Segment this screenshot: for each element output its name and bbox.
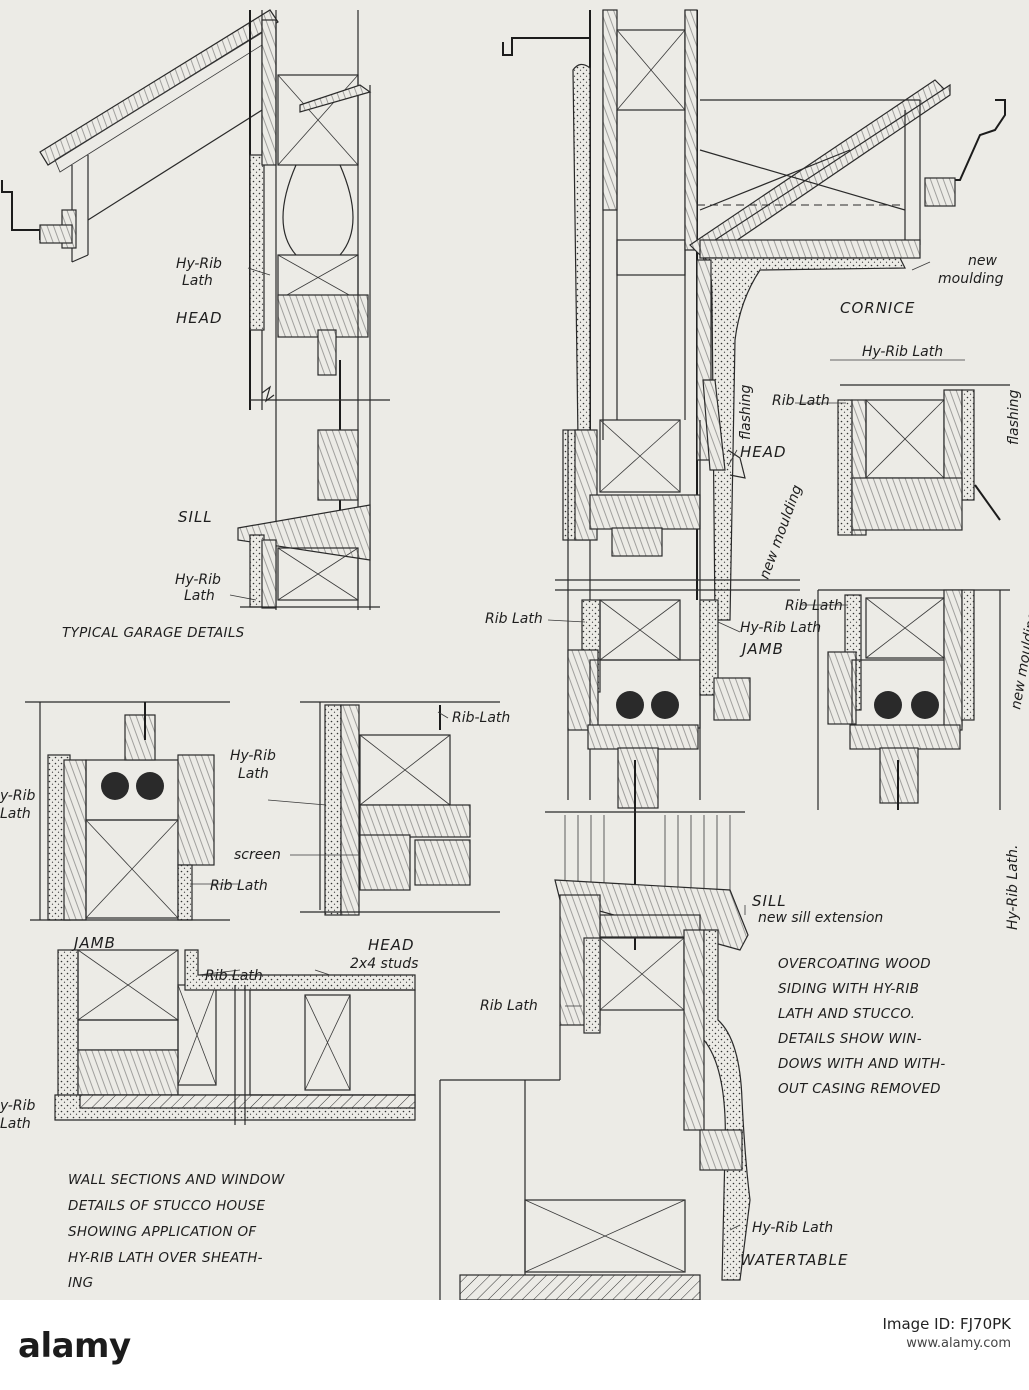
caption-overcoating-line-3: LATH AND STUCCO. xyxy=(778,1006,915,1022)
caption-overcoating-line-5: DOWS WITH AND WITH- xyxy=(778,1056,946,1072)
drawing-labels: Hy-Rib Lath HEAD SILL Hy-Rib Lath new mo… xyxy=(0,253,1029,1269)
label-rib-lath-left-mid: Rib Lath xyxy=(210,878,268,894)
label-hyrib-lath-left-1: Hy-Rib xyxy=(230,748,276,764)
label-left-hyrib-1: y-Rib xyxy=(0,788,35,804)
label-garage-sill: SILL xyxy=(178,508,213,526)
label-rib-lath-left-low: Rib Lath xyxy=(205,968,263,984)
label-new-moulding-center: new moulding xyxy=(757,483,806,582)
label-rib-lath-right-2: Rib Lath xyxy=(785,598,843,614)
image-id-block: Image ID: FJ70PK www.alamy.com xyxy=(882,1314,1011,1354)
label-new-moulding-top-1: new xyxy=(968,253,997,269)
leader-lines xyxy=(190,261,965,1231)
label-garage-head: HEAD xyxy=(176,309,223,327)
label-hyrib-lath-left-2: Lath xyxy=(238,766,269,782)
alamy-logo: alamy xyxy=(18,1326,131,1366)
label-head-center: HEAD xyxy=(740,443,787,461)
label-hyrib-lath-right: Hy-Rib Lath xyxy=(862,344,943,360)
caption-wall-sections-line-1: WALL SECTIONS AND WINDOW xyxy=(68,1172,285,1188)
caption-overcoating-line-6: OUT CASING REMOVED xyxy=(778,1081,941,1097)
caption-wall-sections-line-3: SHOWING APPLICATION OF xyxy=(68,1224,256,1240)
label-flashing-center: flashing xyxy=(738,384,754,440)
label-hyrib-lath-watertable: Hy-Rib Lath xyxy=(752,1220,833,1236)
right-window-section xyxy=(817,384,1010,810)
label-rib-lath-left-top: Rib-Lath xyxy=(452,710,510,726)
label-new-sill-extension: new sill extension xyxy=(758,910,883,926)
label-left-hyrib-low-2: Lath xyxy=(0,1116,31,1132)
label-sill-center: SILL xyxy=(752,892,787,910)
label-garage-hyrib-bottom-2: Lath xyxy=(184,588,215,604)
image-id: Image ID: FJ70PK xyxy=(882,1315,1011,1333)
label-studs: 2x4 studs xyxy=(350,956,418,972)
label-watertable: WATERTABLE xyxy=(740,1251,849,1269)
label-new-moulding-right: new moulding xyxy=(1008,610,1029,710)
captions: TYPICAL GARAGE DETAILS OVERCOATING WOOD … xyxy=(62,625,946,1291)
caption-garage: TYPICAL GARAGE DETAILS xyxy=(62,625,245,641)
label-rib-lath-center-low: Rib Lath xyxy=(480,998,538,1014)
caption-wall-sections-line-4: HY-RIB LATH OVER SHEATH- xyxy=(68,1250,263,1266)
label-hyrib-lath-center: Hy-Rib Lath xyxy=(740,620,821,636)
wall-sections xyxy=(25,701,500,1125)
label-garage-hyrib-top-1: Hy-Rib xyxy=(176,256,222,272)
label-flashing-right: flashing xyxy=(1006,389,1022,445)
caption-overcoating-line-4: DETAILS SHOW WIN- xyxy=(778,1031,922,1047)
label-cornice: CORNICE xyxy=(840,299,915,317)
caption-overcoating-line-1: OVERCOATING WOOD xyxy=(778,956,931,972)
stock-footer: alamy Image ID: FJ70PK www.alamy.com xyxy=(0,1300,1029,1390)
label-garage-hyrib-bottom-1: Hy-Rib xyxy=(175,572,221,588)
caption-overcoating-line-2: SIDING WITH HY-RIB xyxy=(778,981,919,997)
label-left-hyrib-2: Lath xyxy=(0,806,31,822)
drawing-sheet: Hy-Rib Lath HEAD SILL Hy-Rib Lath new mo… xyxy=(0,9,1029,1300)
caption-wall-sections-line-5: ING xyxy=(68,1275,93,1291)
label-garage-hyrib-top-2: Lath xyxy=(182,273,213,289)
label-screen: screen xyxy=(234,847,281,863)
garage-details xyxy=(1,9,390,610)
label-new-moulding-top-2: moulding xyxy=(938,271,1004,287)
label-head-left: HEAD xyxy=(368,936,415,954)
label-jamb-center: JAMB xyxy=(739,640,784,658)
label-jamb-left: JAMB xyxy=(71,934,116,952)
architectural-drawing: Hy-Rib Lath HEAD SILL Hy-Rib Lath new mo… xyxy=(0,9,1029,1300)
overcoating-section xyxy=(439,9,1006,1300)
label-hyrib-lath-right-vertical: Hy-Rib Lath. xyxy=(1005,844,1021,930)
label-rib-lath-right-1: Rib Lath xyxy=(772,393,830,409)
caption-wall-sections-line-2: DETAILS OF STUCCO HOUSE xyxy=(68,1198,266,1214)
label-rib-lath-center: Rib Lath xyxy=(485,611,543,627)
label-left-hyrib-low-1: y-Rib xyxy=(0,1098,35,1114)
site-url: www.alamy.com xyxy=(906,1336,1011,1351)
